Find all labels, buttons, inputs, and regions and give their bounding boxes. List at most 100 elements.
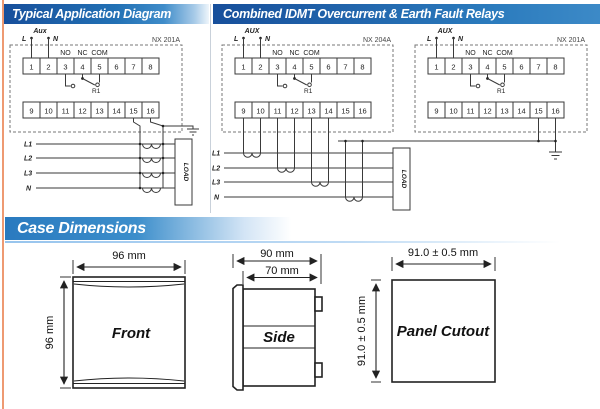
r1-label: R1 <box>92 88 101 95</box>
ct-symbol <box>142 157 161 163</box>
diagram-nx204a: NX 204A AUX L N NO NC COM 1 2 3 4 5 6 7 … <box>212 28 556 211</box>
svg-text:L2: L2 <box>212 166 220 173</box>
svg-text:2: 2 <box>46 63 50 72</box>
svg-text:1: 1 <box>29 63 33 72</box>
terminal-strip-bottom: 9 10 11 12 13 14 15 16 <box>427 101 565 119</box>
front-height-value: 96 mm <box>44 316 56 350</box>
aux-label: Aux <box>32 28 47 35</box>
svg-text:14: 14 <box>324 107 332 116</box>
side-clip-bottom <box>314 362 323 378</box>
svg-text:12: 12 <box>483 107 491 116</box>
ct-symbol <box>142 143 161 149</box>
svg-text:L1: L1 <box>24 142 32 149</box>
terminal-strip-bottom: 9 10 11 12 13 14 15 16 <box>234 101 372 119</box>
no-label: NO <box>60 50 71 57</box>
side-view-drawing: 90 mm 70 mm Side <box>232 248 323 391</box>
model-label: NX 201A <box>557 37 585 44</box>
line-n-label: N <box>458 36 464 43</box>
model-label: NX 201A <box>152 37 180 44</box>
header-typical-application: Typical Application Diagram <box>4 4 209 24</box>
svg-text:9: 9 <box>29 107 33 116</box>
terminal-strip-top: 1 2 3 4 5 6 7 8 <box>22 57 160 75</box>
svg-text:4: 4 <box>292 63 296 72</box>
cutout-height-value: 91.0 ± 0.5 mm <box>356 296 368 366</box>
svg-text:COM: COM <box>496 50 513 57</box>
svg-text:15: 15 <box>534 107 542 116</box>
header-typical-application-label: Typical Application Diagram <box>12 7 172 21</box>
svg-text:13: 13 <box>500 107 508 116</box>
supply-wires <box>31 38 49 58</box>
ct-symbol <box>311 181 329 187</box>
svg-text:10: 10 <box>256 107 264 116</box>
line-n-label: N <box>265 36 271 43</box>
relay-contact-r1: R1 <box>277 74 313 95</box>
svg-text:4: 4 <box>485 63 489 72</box>
relay-contact-r1: R1 <box>470 74 506 95</box>
model-label: NX 204A <box>363 37 391 44</box>
header-combined-relays-label: Combined IDMT Overcurrent & Earth Fault … <box>223 7 505 21</box>
ct-symbol <box>277 167 295 173</box>
terminal-strip-top: 1 2 3 4 5 6 7 8 <box>427 57 565 75</box>
svg-text:4: 4 <box>80 63 84 72</box>
ct-symbol <box>142 172 161 178</box>
svg-text:3: 3 <box>275 63 279 72</box>
cutout-label: Panel Cutout <box>397 323 491 340</box>
svg-text:3: 3 <box>468 63 472 72</box>
svg-text:8: 8 <box>148 63 152 72</box>
phase-lines <box>36 143 175 189</box>
load-box: LOAD <box>174 138 193 206</box>
svg-text:15: 15 <box>341 107 349 116</box>
svg-text:5: 5 <box>502 63 506 72</box>
svg-text:8: 8 <box>360 63 364 72</box>
svg-text:3: 3 <box>63 63 67 72</box>
nc-label: NC <box>77 50 87 57</box>
terminal-strip-bottom: 9 10 11 12 13 14 15 16 <box>22 101 160 119</box>
ct-symbol <box>243 152 261 158</box>
relay-contact-r1: R1 <box>65 74 101 95</box>
ct-wiring: L1 L2 L3 N <box>212 118 556 202</box>
svg-text:10: 10 <box>44 107 52 116</box>
relay-outline-dashed <box>414 44 588 133</box>
svg-text:14: 14 <box>517 107 525 116</box>
ct-chain-wiring: L1 L2 L3 N <box>24 118 199 193</box>
svg-text:NC: NC <box>482 50 492 57</box>
svg-text:LOAD: LOAD <box>182 163 189 182</box>
svg-text:COM: COM <box>303 50 320 57</box>
svg-text:N: N <box>214 195 220 202</box>
svg-text:7: 7 <box>343 63 347 72</box>
header-case-dimensions: Case Dimensions <box>5 217 297 240</box>
svg-text:NO: NO <box>272 50 283 57</box>
svg-text:6: 6 <box>114 63 118 72</box>
svg-text:5: 5 <box>309 63 313 72</box>
load-box: LOAD <box>392 147 411 211</box>
svg-text:5: 5 <box>97 63 101 72</box>
svg-text:11: 11 <box>274 107 282 116</box>
case-section-underline <box>5 241 590 243</box>
svg-text:NO: NO <box>465 50 476 57</box>
svg-text:6: 6 <box>519 63 523 72</box>
svg-text:L3: L3 <box>24 171 32 178</box>
front-label: Front <box>112 325 151 342</box>
front-width-value: 96 mm <box>112 250 146 262</box>
svg-text:8: 8 <box>553 63 557 72</box>
front-view-drawing: 96 mm 96 mm Front <box>44 250 186 389</box>
phase-lines <box>224 152 393 198</box>
svg-text:11: 11 <box>467 107 475 116</box>
ct-symbol <box>345 196 363 202</box>
aux-label: AUX <box>244 28 261 35</box>
side-depth-body-value: 70 mm <box>265 265 299 277</box>
diagram-nx201a-left: NX 201A Aux L N NO NC COM 1 2 3 4 5 6 7 … <box>9 28 199 206</box>
svg-text:13: 13 <box>307 107 315 116</box>
svg-text:LOAD: LOAD <box>400 170 407 189</box>
diagram-nx201a-right: NX 201A AUX L N NO NC COM 1 2 3 4 5 6 7 … <box>414 28 588 160</box>
svg-text:12: 12 <box>290 107 298 116</box>
line-l-label: L <box>22 36 26 43</box>
svg-text:L2: L2 <box>24 156 32 163</box>
cutout-width-value: 91.0 ± 0.5 mm <box>408 247 478 259</box>
svg-text:R1: R1 <box>497 88 506 95</box>
com-label: COM <box>91 50 108 57</box>
wiring-diagrams: NX 201A Aux L N NO NC COM 1 2 3 4 5 6 7 … <box>9 28 588 211</box>
side-depth-total-value: 90 mm <box>260 248 294 260</box>
svg-text:1: 1 <box>434 63 438 72</box>
svg-text:16: 16 <box>146 107 154 116</box>
